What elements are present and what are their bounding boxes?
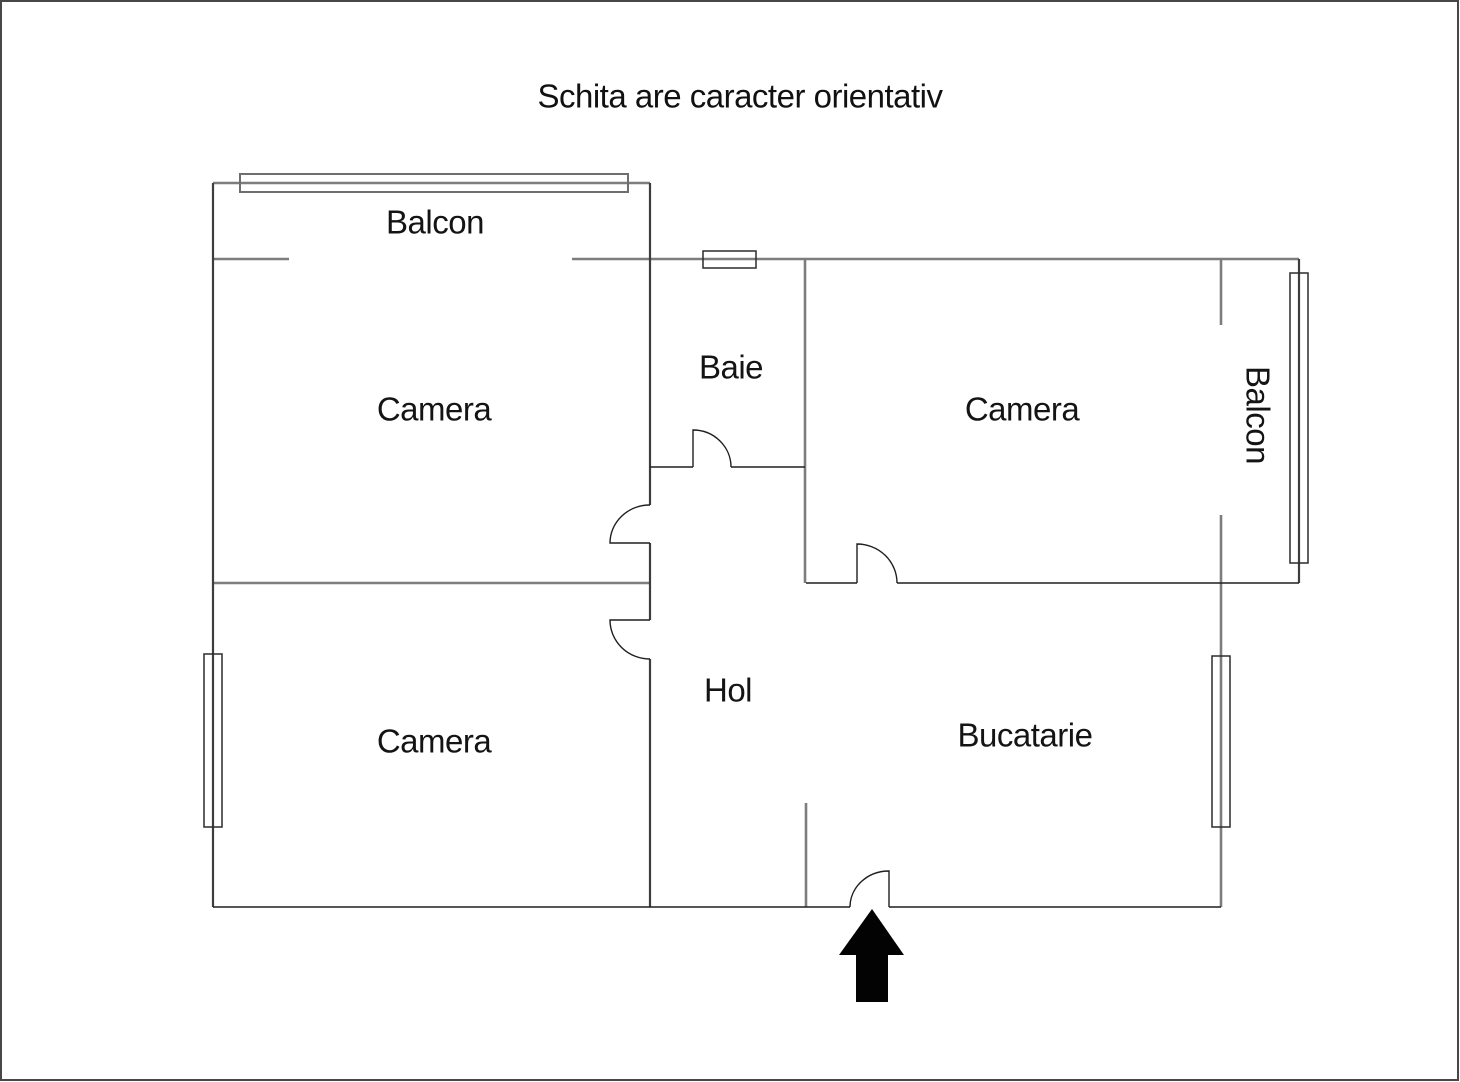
balcon-right-window [1289,272,1309,564]
room-label-baie: Baie [699,349,763,386]
walls-thin [213,466,1299,908]
baie-window [702,250,757,269]
balcon-top-window [239,173,629,193]
room-label-balcon-top: Balcon [386,204,484,241]
camera-top-left-door-swing [609,504,651,544]
entrance-arrow-icon [839,909,904,1002]
plan-title: Schita are caracter orientativ [537,78,943,115]
room-label-bucatarie: Bucatarie [958,717,1093,754]
room-label-hol: Hol [704,672,752,709]
baie-door-swing [692,429,732,468]
walls-gray [213,181,1299,907]
camera-bottom-left-door-swing [609,619,651,660]
bucatarie-window [1211,655,1231,828]
camera-top-right-door-swing [856,543,898,584]
door-swing-symbols [609,429,898,908]
room-label-camera-bottom-left: Camera [377,723,493,760]
windows [203,173,1309,828]
room-label-camera-top-left: Camera [377,391,493,428]
room-label-balcon-right: Balcon [1240,366,1277,464]
room-labels: Balcon Camera Baie Camera Balcon Camera … [377,204,1277,760]
room-label-camera-top-right: Camera [965,391,1081,428]
camera-bottom-left-window [203,653,223,828]
walls-dark [211,183,1301,907]
entrance-door-swing [849,870,890,908]
